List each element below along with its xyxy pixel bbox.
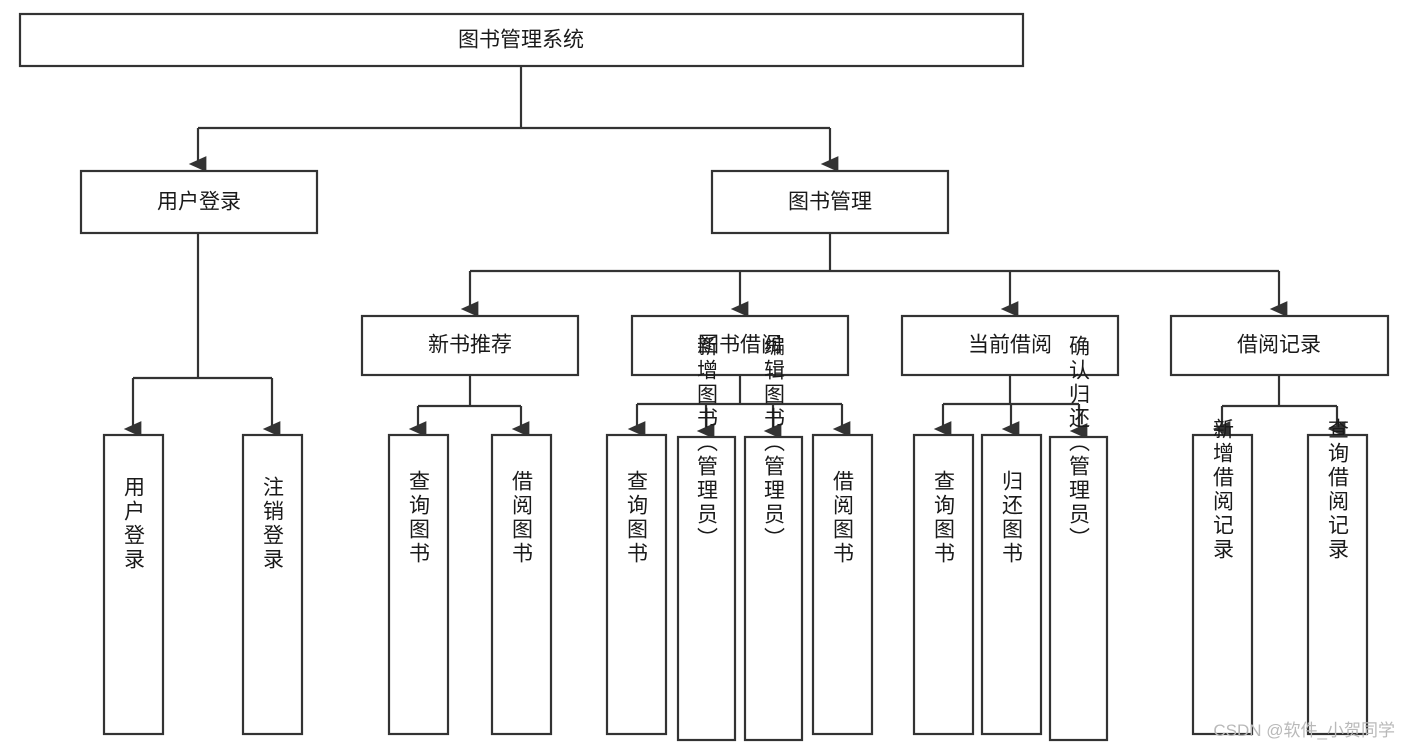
node-leaf-add-book[interactable]: 新增图书（管理员） — [676, 335, 737, 742]
node-book-manage-box[interactable] — [710, 169, 950, 235]
node-leaf-query-record-label: 查询借阅记录 — [1326, 418, 1350, 562]
node-leaf-query-book-1-box[interactable] — [387, 433, 450, 736]
node-leaf-user-login-label: 用户登录 — [122, 476, 146, 572]
node-leaf-edit-book-label: 编辑图书（管理员） — [762, 335, 786, 551]
node-new-book-rec[interactable]: 新书推荐 — [360, 314, 580, 377]
node-leaf-edit-book[interactable]: 编辑图书（管理员） — [743, 335, 804, 742]
connector-group-book-borrow — [627, 376, 851, 439]
node-leaf-logout-box[interactable] — [241, 433, 304, 736]
connector-group-user-login — [123, 234, 281, 437]
node-new-book-rec-label: 新书推荐 — [428, 334, 512, 357]
connector-group-current-borrow — [933, 376, 1088, 439]
node-current-borrow[interactable]: 当前借阅 — [900, 314, 1120, 377]
node-current-borrow-box[interactable] — [900, 314, 1120, 377]
node-leaf-return-book-label: 归还图书 — [1000, 470, 1024, 566]
node-leaf-borrow-book-2-label: 借阅图书 — [831, 470, 855, 566]
node-borrow-record-box[interactable] — [1169, 314, 1390, 377]
node-user-login[interactable]: 用户登录 — [79, 169, 319, 235]
node-leaf-logout[interactable]: 注销登录 — [241, 433, 304, 736]
node-new-book-rec-box[interactable] — [360, 314, 580, 377]
node-leaf-confirm-return[interactable]: 确认归还（管理员） — [1048, 335, 1109, 742]
node-leaf-borrow-book-1[interactable]: 借阅图书 — [490, 433, 553, 736]
connector-group-book-manage — [460, 234, 1288, 317]
node-leaf-query-book-1-label: 查询图书 — [407, 470, 431, 566]
connector-group-borrow-record — [1212, 376, 1346, 437]
node-leaf-query-book-2-box[interactable] — [605, 433, 668, 736]
node-leaf-add-book-box[interactable] — [676, 435, 737, 742]
node-book-manage-label: 图书管理 — [788, 191, 872, 214]
node-leaf-edit-book-box[interactable] — [743, 435, 804, 742]
node-leaf-return-book[interactable]: 归还图书 — [980, 433, 1043, 736]
node-leaf-add-record-box[interactable] — [1191, 433, 1254, 736]
node-leaf-query-record[interactable]: 查询借阅记录 — [1306, 418, 1369, 736]
node-root-box[interactable] — [18, 12, 1025, 68]
node-user-login-label: 用户登录 — [157, 191, 241, 214]
node-leaf-user-login[interactable]: 用户登录 — [102, 433, 165, 736]
node-leaf-borrow-book-1-label: 借阅图书 — [510, 470, 534, 566]
node-leaf-return-book-box[interactable] — [980, 433, 1043, 736]
connector-group-root — [188, 67, 839, 172]
node-leaf-query-book-3-box[interactable] — [912, 433, 975, 736]
node-book-borrow[interactable]: 图书借阅 — [630, 314, 850, 377]
node-book-borrow-label: 图书借阅 — [698, 334, 782, 357]
node-current-borrow-label: 当前借阅 — [968, 334, 1052, 357]
node-leaf-confirm-return-box[interactable] — [1048, 435, 1109, 742]
node-leaf-borrow-book-1-box[interactable] — [490, 433, 553, 736]
node-book-borrow-box[interactable] — [630, 314, 850, 377]
node-root[interactable]: 图书管理系统 — [18, 12, 1025, 68]
node-leaf-confirm-return-label: 确认归还（管理员） — [1067, 335, 1091, 551]
node-leaf-query-record-box[interactable] — [1306, 433, 1369, 736]
node-leaf-query-book-2[interactable]: 查询图书 — [605, 433, 668, 736]
connector-group-new-book-rec — [408, 376, 530, 437]
node-book-manage[interactable]: 图书管理 — [710, 169, 950, 235]
node-leaf-add-record[interactable]: 新增借阅记录 — [1191, 418, 1254, 736]
node-leaf-logout-label: 注销登录 — [261, 476, 285, 572]
node-leaf-borrow-book-2-box[interactable] — [811, 433, 874, 736]
node-borrow-record-label: 借阅记录 — [1237, 334, 1321, 357]
node-user-login-box[interactable] — [79, 169, 319, 235]
node-leaf-add-record-label: 新增借阅记录 — [1211, 418, 1235, 562]
node-leaf-user-login-box[interactable] — [102, 433, 165, 736]
node-leaf-query-book-1[interactable]: 查询图书 — [387, 433, 450, 736]
node-borrow-record[interactable]: 借阅记录 — [1169, 314, 1390, 377]
node-leaf-query-book-2-label: 查询图书 — [625, 470, 649, 566]
node-leaf-query-book-3[interactable]: 查询图书 — [912, 433, 975, 736]
node-root-label: 图书管理系统 — [458, 29, 584, 52]
node-leaf-add-book-label: 新增图书（管理员） — [695, 335, 719, 551]
node-leaf-query-book-3-label: 查询图书 — [932, 470, 956, 566]
node-leaf-borrow-book-2[interactable]: 借阅图书 — [811, 433, 874, 736]
